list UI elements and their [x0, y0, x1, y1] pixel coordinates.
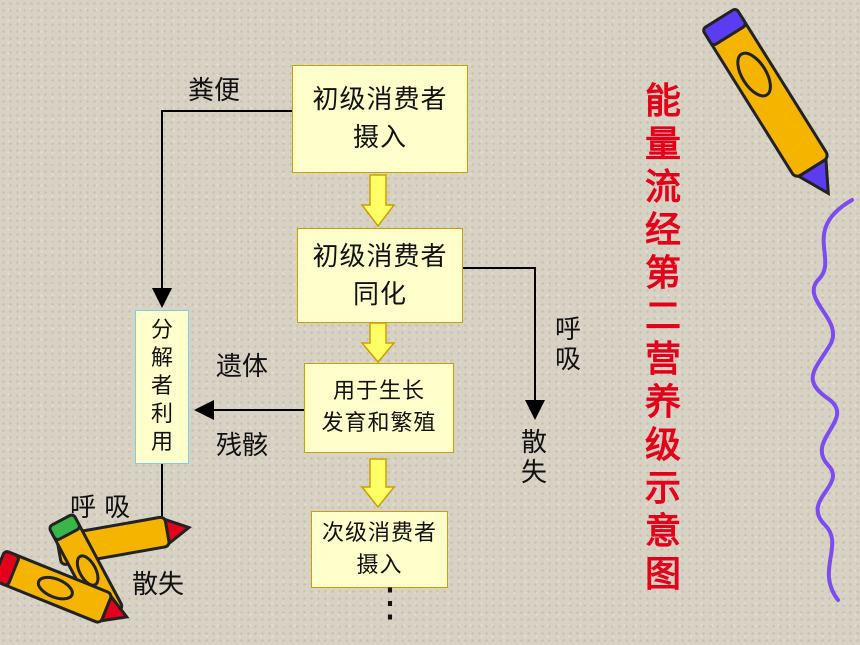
block-arrow-3	[360, 458, 396, 509]
respiration-left-label: 呼 吸	[70, 493, 131, 523]
secondary-consumer-intake-box: 次级消费者 摄入	[311, 511, 448, 588]
secondary-consumer-intake-text: 次级消费者 摄入	[321, 520, 437, 578]
decomposer-text: 分 解 者 利 用	[150, 318, 173, 455]
primary-consumer-intake-text: 初级消费者 摄入	[312, 85, 448, 153]
primary-consumer-assimilation-text: 初级消费者 同化	[312, 241, 448, 310]
growth-reproduction-box: 用于生长 发育和繁殖	[304, 363, 454, 453]
dissipate-left-label: 散失	[132, 570, 185, 600]
diagram-title: 能 量 流 经 第 二 营 养 级 示 意 图	[644, 81, 681, 595]
squiggle-line-icon	[810, 198, 854, 602]
feces-label: 粪便	[188, 76, 241, 106]
residue-label: 残骸	[216, 431, 269, 461]
remains-label: 遗体	[216, 352, 269, 382]
primary-consumer-intake-box: 初级消费者 摄入	[292, 65, 468, 173]
dissipate-right-label: 散 失	[520, 428, 547, 488]
respiration-right-label: 呼 吸	[554, 315, 581, 375]
decomposer-box: 分 解 者 利 用	[135, 310, 189, 464]
continuation-dots: ⋮	[370, 580, 410, 626]
primary-consumer-assimilation-box: 初级消费者 同化	[297, 228, 463, 323]
crayon-icon-top-right	[702, 8, 830, 196]
feces-connector	[152, 110, 292, 308]
block-arrow-2	[360, 322, 396, 364]
block-arrow-1	[360, 174, 396, 228]
crayon-icon-bottom-left	[0, 513, 192, 624]
growth-reproduction-text: 用于生长 发育和繁殖	[321, 379, 437, 436]
respiration-connector	[462, 267, 545, 420]
